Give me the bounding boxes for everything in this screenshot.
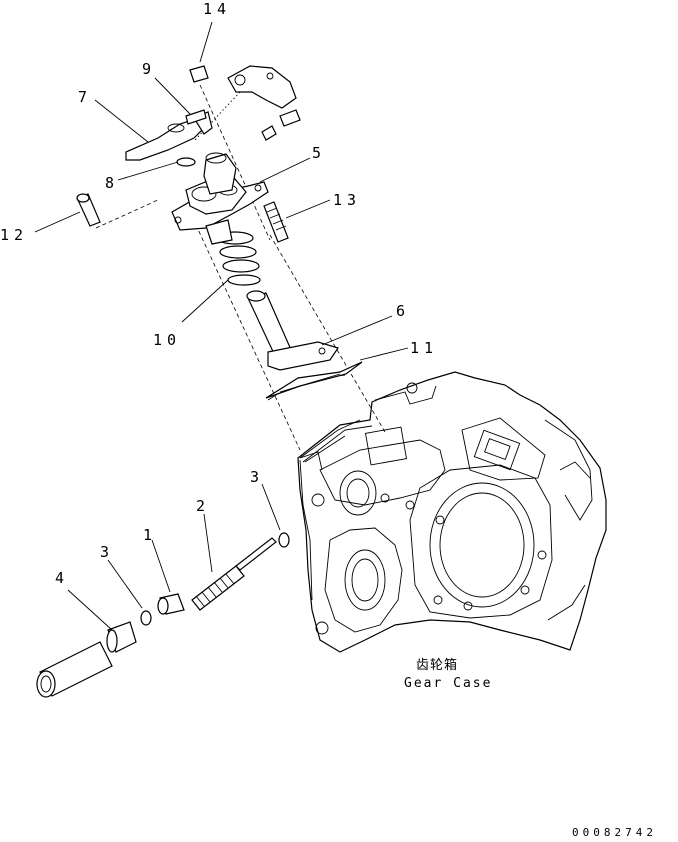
callout-12: 12 [0,226,28,244]
housing-part-5 [171,152,269,245]
assembly-line-left [189,211,301,451]
callout-7: 7 [78,88,92,106]
sleeve-part-4 [36,621,137,698]
gear-case-drawing [297,371,607,653]
rod-part-2 [191,537,277,611]
callout-6: 6 [396,302,410,320]
assembly-line-14 [199,84,271,241]
bushing-part-1 [157,593,185,615]
washer-part-3-left [140,610,152,626]
nut-part-14 [189,65,209,83]
assembly-line-right [269,234,386,433]
callout-11: 11 [410,339,438,357]
drawing-code: 00082742 [572,826,657,839]
gear-case-label-en: Gear Case [404,676,492,691]
bolt-part-12 [76,193,101,227]
callout-3-right: 3 [250,468,264,486]
callout-14: 14 [203,0,231,18]
callout-9: 9 [142,60,156,78]
tube-part-6 [246,290,339,371]
callout-1: 1 [143,526,157,544]
callout-3-left: 3 [100,543,114,561]
callout-10: 10 [153,331,181,349]
leader-lines [34,21,409,631]
callout-13: 13 [333,191,361,209]
callout-2: 2 [196,497,210,515]
pin-part-8 [176,157,196,167]
callout-5: 5 [312,144,326,162]
stud-part-13 [263,201,289,243]
bracket-top [227,65,301,141]
gasket-part-11 [265,361,363,399]
callout-8: 8 [105,174,119,192]
pin-part-9 [185,109,207,125]
washer-part-3-right [278,532,290,548]
assembly-line-9 [194,91,241,141]
assembly-line-12 [95,199,159,229]
callout-4: 4 [55,569,69,587]
gear-case-label-cn: 齿轮箱 [416,657,458,673]
